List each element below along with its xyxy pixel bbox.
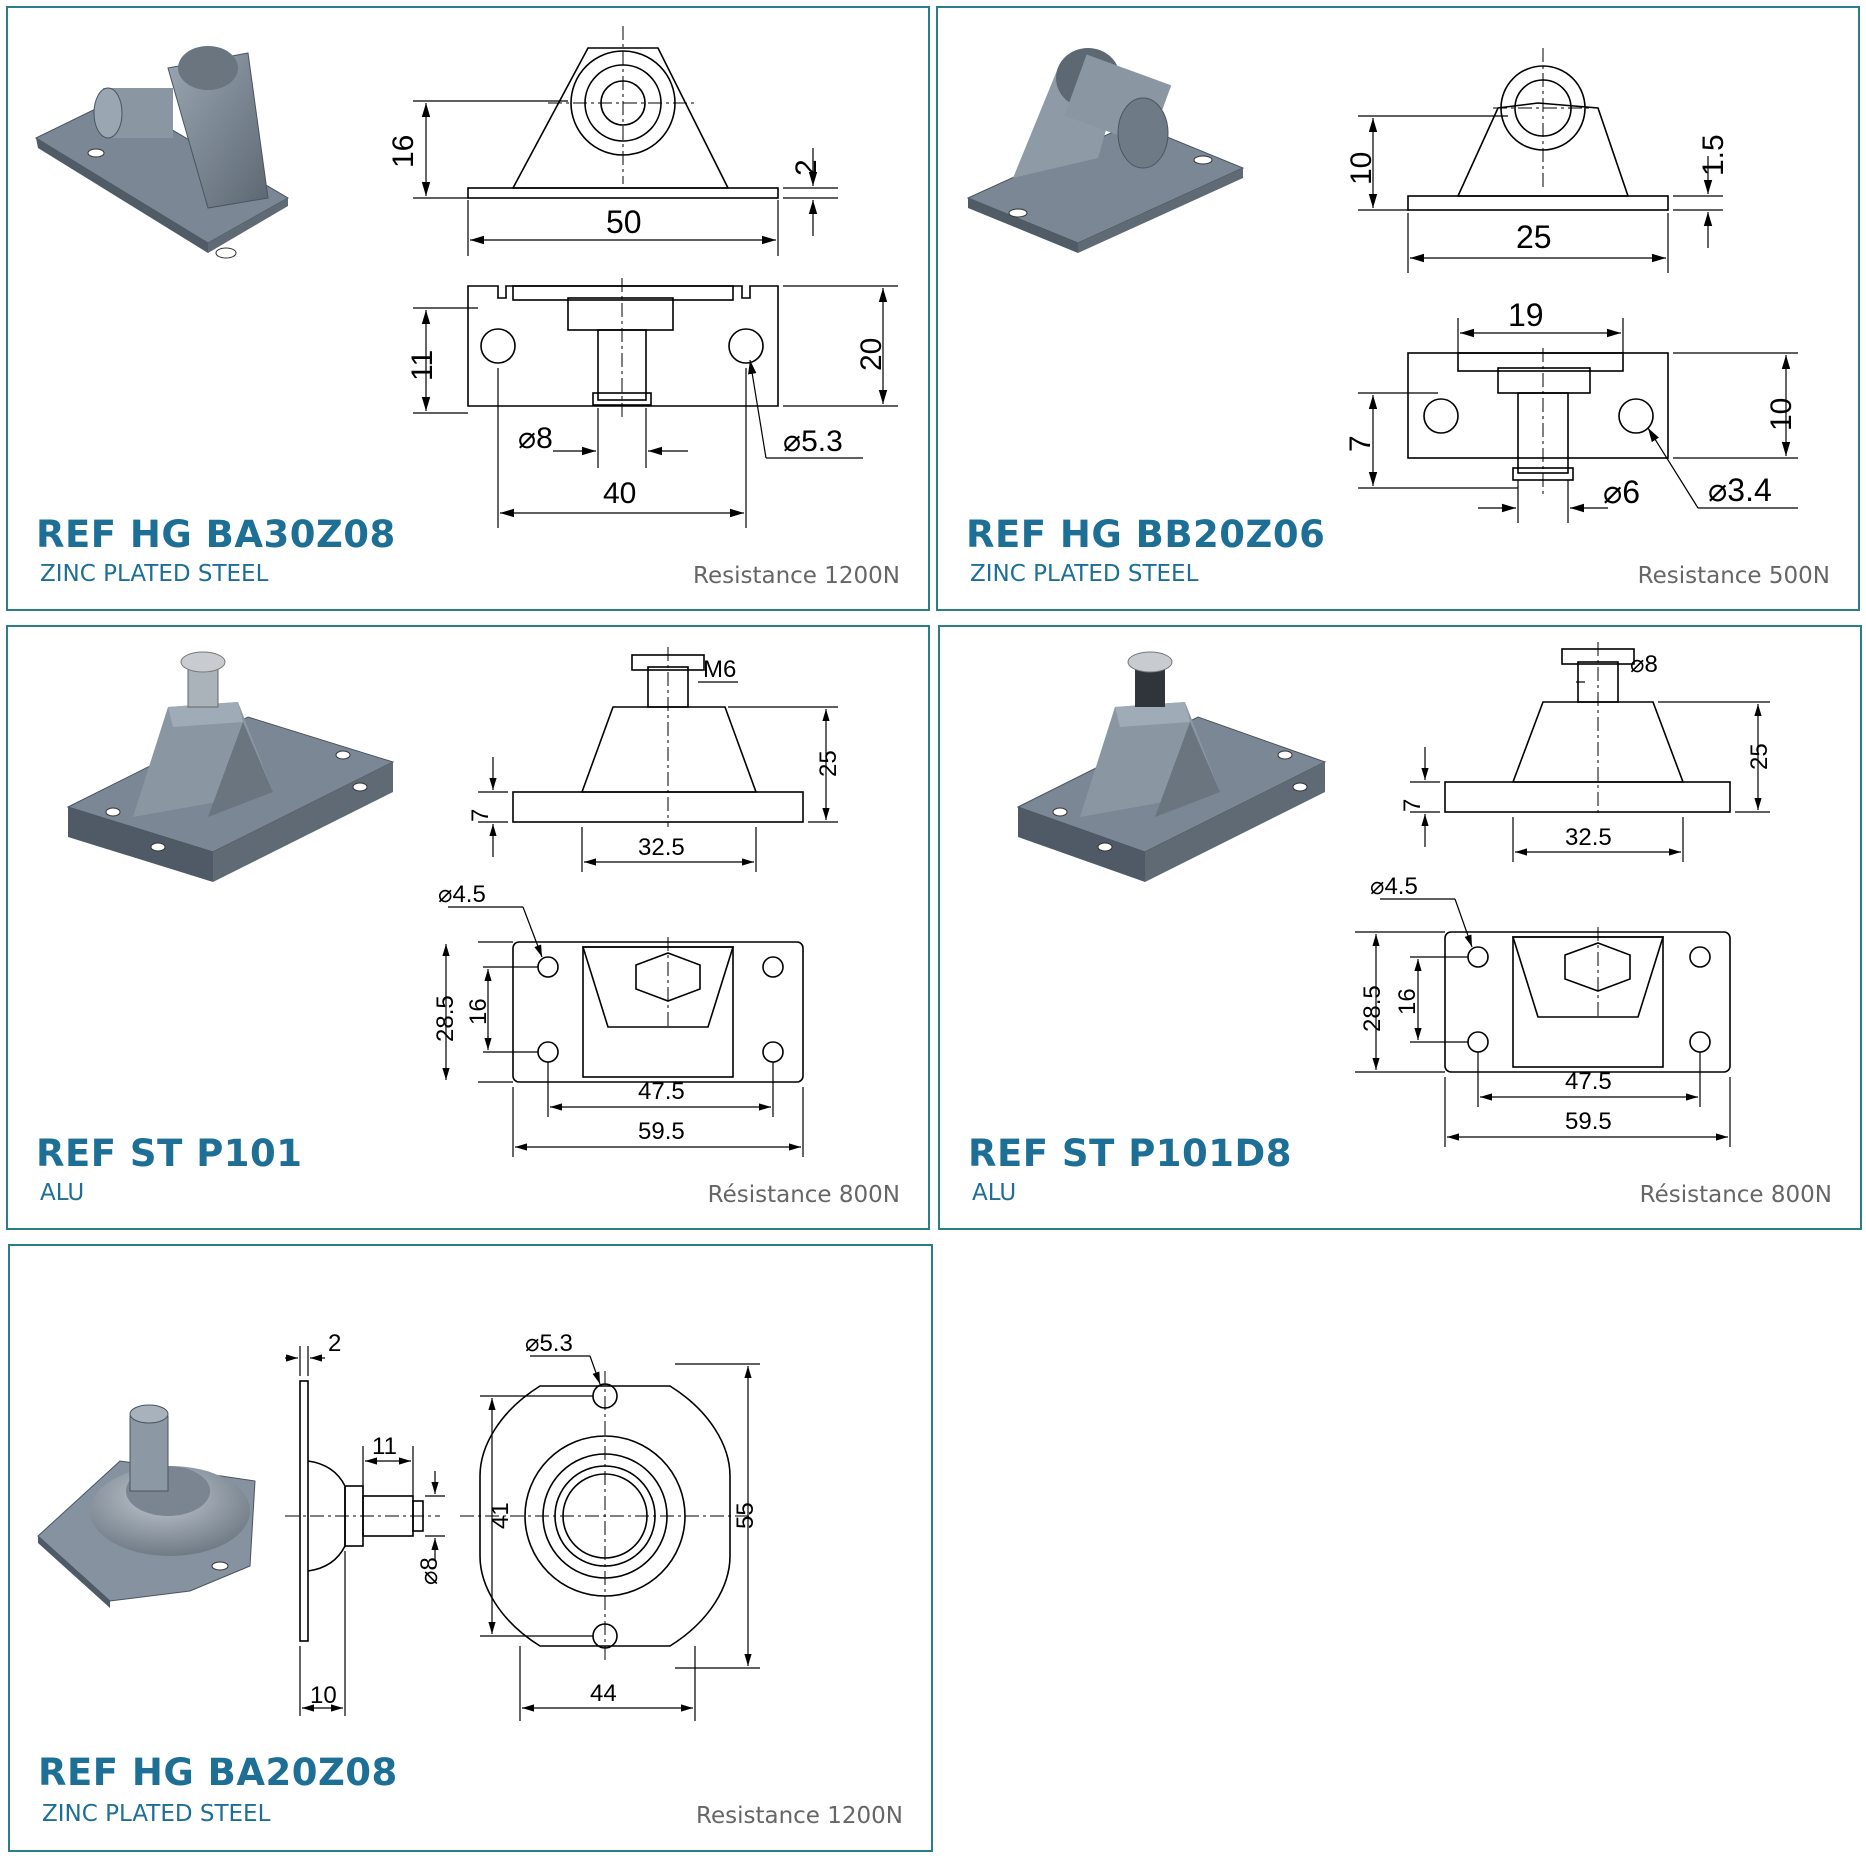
dim-base: 7 bbox=[467, 809, 494, 822]
top-view bbox=[1444, 927, 1731, 1073]
product-card-ba20z08: 2 11 ⌀8 10 ⌀5.3 41 55 44 REF bbox=[8, 1244, 933, 1852]
top-view bbox=[1407, 348, 1669, 498]
dim-base: 7 bbox=[1399, 799, 1426, 812]
dim-pin: ⌀6 bbox=[1603, 474, 1640, 510]
front-view bbox=[1407, 48, 1669, 211]
dim-height: 16 bbox=[387, 135, 420, 168]
product-material: ZINC PLATED STEEL bbox=[42, 1801, 271, 1827]
dim-thickness: 1.5 bbox=[1697, 134, 1730, 176]
product-card-p101d8: ⌀8 25 7 32.5 ⌀4.5 28.5 16 47.5 bbox=[938, 625, 1862, 1230]
dim-inner: 19 bbox=[1508, 297, 1544, 333]
dimension-lines-front bbox=[480, 1355, 760, 1721]
dimension-lines-top bbox=[1355, 898, 1731, 1147]
product-ref: REF HG BB20Z06 bbox=[966, 513, 1326, 556]
dimension-lines-side bbox=[285, 1346, 445, 1716]
dim-depth: 10 bbox=[310, 1682, 337, 1709]
technical-drawing: 2 11 ⌀8 10 ⌀5.3 41 55 44 bbox=[37, 1330, 760, 1721]
front-view bbox=[512, 647, 804, 827]
dim-height-inner: 41 bbox=[487, 1502, 514, 1529]
dim-depth: 28.5 bbox=[432, 995, 459, 1042]
top-view bbox=[467, 278, 779, 418]
dim-height: 10 bbox=[1345, 152, 1378, 185]
dim-depth: 20 bbox=[855, 338, 888, 371]
dim-hole-v: 16 bbox=[465, 998, 492, 1025]
dim-hole: ⌀4.5 bbox=[1370, 873, 1418, 900]
part-3d-image bbox=[966, 48, 1245, 253]
dim-pin: ⌀8 bbox=[518, 422, 553, 455]
dim-top-w: 32.5 bbox=[1565, 824, 1612, 851]
dim-thickness: 2 bbox=[328, 1330, 341, 1357]
front-view bbox=[1444, 642, 1731, 817]
dimension-lines-top bbox=[442, 906, 804, 1157]
dimension-lines-top bbox=[413, 285, 898, 528]
front-view bbox=[460, 1371, 750, 1661]
product-ref: REF HG BA30Z08 bbox=[36, 513, 396, 556]
dimension-lines bbox=[1410, 681, 1770, 862]
product-card-p101: M6 25 7 32.5 ⌀4.5 28.5 16 47.5 bbox=[6, 625, 930, 1230]
dim-pin-len: 11 bbox=[372, 1433, 397, 1460]
part-3d-image bbox=[66, 651, 395, 882]
product-ref: REF ST P101D8 bbox=[968, 1132, 1292, 1175]
dim-hole-v: 7 bbox=[1344, 435, 1377, 452]
product-material: ZINC PLATED STEEL bbox=[970, 561, 1199, 587]
product-resistance: Resistance 1200N bbox=[696, 1803, 903, 1829]
part-3d-image bbox=[37, 1404, 256, 1608]
dim-height: 55 bbox=[732, 1502, 759, 1529]
product-card-bb20z06: 10 1.5 25 19 7 10 ⌀6 bbox=[936, 6, 1860, 611]
dim-hole: ⌀5.3 bbox=[525, 1330, 573, 1357]
dim-spacing: 47.5 bbox=[1565, 1068, 1612, 1095]
dimension-lines bbox=[1358, 115, 1723, 273]
technical-drawing: 10 1.5 25 19 7 10 ⌀6 bbox=[966, 48, 1798, 523]
dim-spacing: 47.5 bbox=[638, 1078, 685, 1105]
dim-width: 59.5 bbox=[1565, 1108, 1612, 1135]
product-card-ba30z08: 16 2 50 11 20 ⌀8 ⌀ bbox=[6, 6, 930, 611]
dim-hole: ⌀3.4 bbox=[1708, 472, 1772, 508]
side-view bbox=[285, 1380, 440, 1642]
dim-width: 25 bbox=[1516, 219, 1552, 255]
dim-width: 50 bbox=[606, 204, 642, 240]
product-resistance: Resistance 1200N bbox=[693, 563, 900, 589]
dimension-lines-top bbox=[1358, 318, 1798, 523]
product-material: ZINC PLATED STEEL bbox=[40, 561, 269, 587]
dim-thickness: 2 bbox=[790, 159, 823, 176]
dim-width: 59.5 bbox=[638, 1118, 685, 1145]
dim-width: 44 bbox=[590, 1680, 617, 1707]
dim-hole-v: 11 bbox=[406, 350, 439, 381]
dim-thread: M6 bbox=[703, 656, 736, 683]
product-resistance: Resistance 500N bbox=[1637, 563, 1830, 589]
technical-drawing: M6 25 7 32.5 ⌀4.5 28.5 16 47.5 bbox=[66, 647, 842, 1157]
dimension-lines bbox=[413, 100, 838, 256]
dim-height: 25 bbox=[1746, 743, 1773, 770]
dim-height: 25 bbox=[815, 750, 842, 777]
front-view bbox=[467, 26, 779, 199]
dim-spacing: 40 bbox=[603, 477, 636, 510]
product-resistance: Résistance 800N bbox=[707, 1182, 900, 1208]
product-material: ALU bbox=[972, 1180, 1017, 1206]
technical-drawing: 16 2 50 11 20 ⌀8 ⌀ bbox=[34, 26, 898, 528]
dim-hole: ⌀5.3 bbox=[783, 425, 843, 458]
dim-depth: 28.5 bbox=[1359, 985, 1386, 1032]
product-ref: REF HG BA20Z08 bbox=[38, 1751, 398, 1794]
dim-top-w: 32.5 bbox=[638, 834, 685, 861]
top-view bbox=[512, 937, 804, 1083]
dimension-lines bbox=[478, 681, 838, 872]
dim-hole: ⌀4.5 bbox=[438, 881, 486, 908]
part-3d-image bbox=[34, 46, 290, 259]
part-3d-image bbox=[1016, 651, 1327, 882]
dim-depth: 10 bbox=[1765, 398, 1798, 431]
dim-pin: ⌀8 bbox=[416, 1557, 443, 1585]
dim-hole-v: 16 bbox=[1394, 988, 1421, 1015]
technical-drawing: ⌀8 25 7 32.5 ⌀4.5 28.5 16 47.5 bbox=[1016, 642, 1773, 1147]
dim-pin: ⌀8 bbox=[1630, 651, 1658, 678]
product-ref: REF ST P101 bbox=[36, 1132, 303, 1175]
product-resistance: Résistance 800N bbox=[1639, 1182, 1832, 1208]
product-material: ALU bbox=[40, 1180, 85, 1206]
